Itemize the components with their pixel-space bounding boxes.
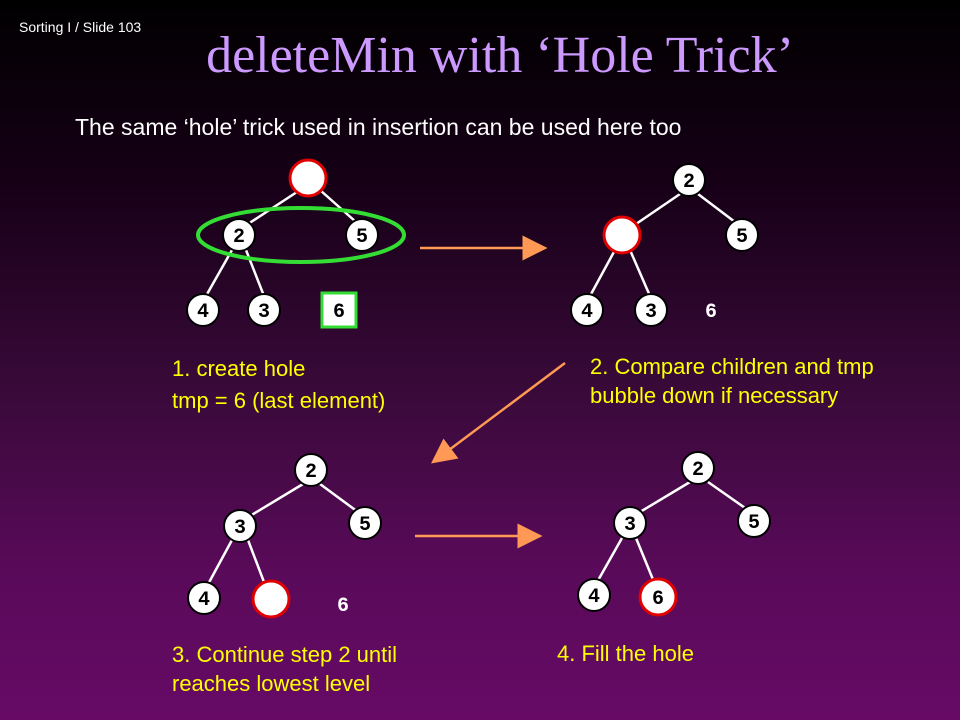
- node-left-left: 4: [198, 589, 210, 612]
- edge: [707, 480, 749, 512]
- node-left: 2: [233, 226, 245, 249]
- node-left-right: 6: [652, 588, 664, 611]
- tree-node: [725, 218, 759, 252]
- step3-caption: 3. Continue step 2 until reaches lowest …: [172, 641, 397, 698]
- hole-node: [288, 158, 328, 198]
- tree-node: [222, 218, 256, 252]
- tree-node: [634, 293, 668, 327]
- caption-line: bubble down if necessary: [590, 382, 839, 408]
- edge: [634, 537, 656, 583]
- tree-node: [672, 163, 706, 197]
- tree-node: [247, 293, 281, 327]
- arrow-step2-to-step3: [431, 362, 566, 464]
- tree-node: [223, 509, 257, 543]
- tree-node: [577, 578, 611, 612]
- highlight-ellipse: [196, 206, 406, 264]
- edge: [246, 539, 266, 583]
- node-left-left: 4: [197, 301, 209, 324]
- filled-hole-node: [638, 577, 678, 617]
- edge: [319, 482, 359, 514]
- hole-node: [602, 215, 642, 255]
- caption-line: tmp = 6 (last element): [172, 387, 386, 413]
- caption-line: 3. Continue step 2 until: [172, 642, 398, 667]
- tree-step4: 2 3 5 4 6: [577, 451, 771, 617]
- node-right: 5: [736, 226, 748, 249]
- tree-step2: 2 5 4 3 6: [570, 163, 759, 327]
- tree-node: [187, 581, 221, 615]
- tree-node: [186, 293, 220, 327]
- step4-caption: 4. Fill the hole: [557, 640, 694, 669]
- tmp-value: 6: [333, 301, 345, 324]
- node-left-right: 3: [258, 301, 270, 324]
- tree-step3: 2 3 5 4 6: [187, 453, 382, 619]
- node-left-left: 4: [581, 301, 593, 324]
- caption-line: 1. create hole: [172, 356, 306, 381]
- tree-node: [348, 506, 382, 540]
- node-left: 3: [234, 517, 246, 540]
- step2-caption: 2. Compare children and tmp bubble down …: [590, 353, 874, 410]
- edge: [639, 480, 691, 514]
- node-right: 5: [359, 514, 371, 537]
- tree-node: [345, 218, 379, 252]
- node-root: 2: [692, 459, 704, 482]
- tree-node: [570, 293, 604, 327]
- edge: [635, 192, 681, 226]
- tmp-value: 6: [705, 301, 717, 324]
- node-root: 2: [305, 461, 317, 484]
- edge: [594, 537, 624, 585]
- edge: [204, 249, 234, 297]
- node-left-right: 3: [645, 301, 657, 324]
- tree-node: [681, 451, 715, 485]
- caption-line: reaches lowest level: [172, 670, 371, 696]
- tree-step1: 2 5 4 3 6: [186, 158, 406, 329]
- edge: [204, 539, 234, 589]
- caption-line: 4. Fill the hole: [557, 641, 694, 666]
- edge: [697, 193, 736, 223]
- slide-title: deleteMin with ‘Hole Trick’: [206, 27, 794, 84]
- tree-node: [294, 453, 328, 487]
- node-left: 3: [624, 514, 636, 537]
- edge: [249, 482, 304, 518]
- edge: [628, 249, 652, 297]
- tree-node: [613, 506, 647, 540]
- tmp-box: [320, 291, 358, 329]
- slide-header: Sorting I / Slide 103: [19, 19, 142, 35]
- edge: [319, 189, 357, 223]
- node-left-left: 4: [588, 586, 600, 609]
- caption-line: 2. Compare children and tmp: [590, 354, 874, 379]
- edge: [588, 249, 617, 297]
- node-root: 2: [683, 171, 695, 194]
- tree-node: [737, 504, 771, 538]
- node-right: 5: [748, 512, 760, 535]
- step1-caption: 1. create hole tmp = 6 (last element): [172, 353, 385, 417]
- hole-node: [251, 579, 291, 619]
- tmp-value: 6: [337, 595, 349, 618]
- slide-subtitle: The same ‘hole’ trick used in insertion …: [75, 114, 682, 140]
- node-right: 5: [356, 226, 368, 249]
